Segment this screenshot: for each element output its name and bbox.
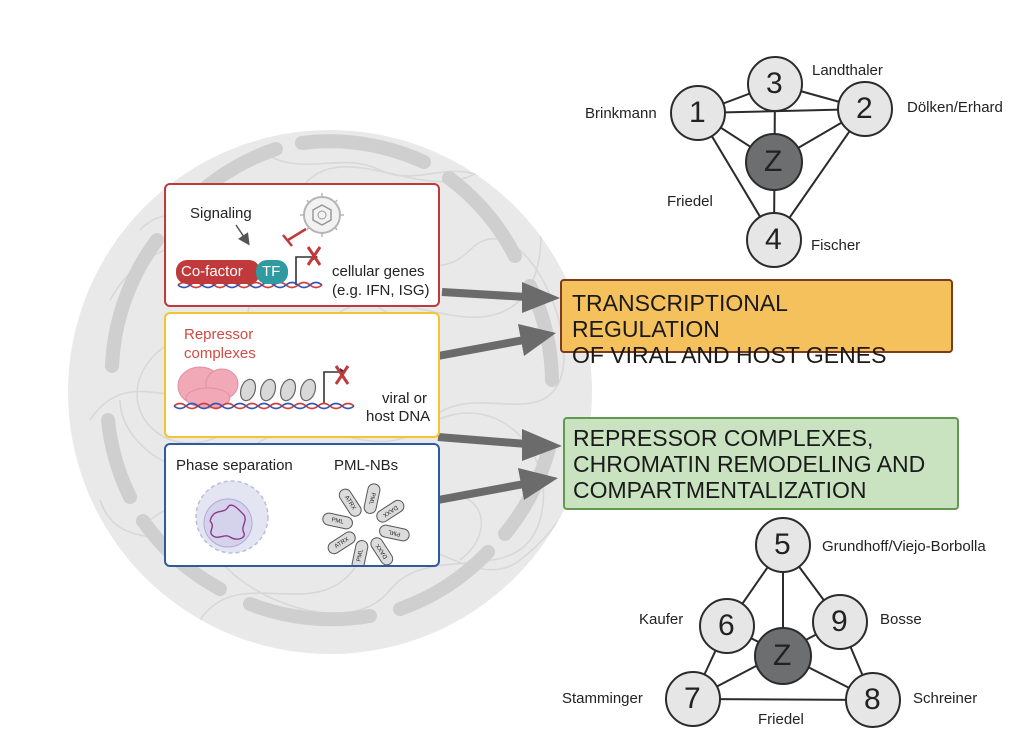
theme-transcription-line2: OF VIRAL AND HOST GENES <box>572 342 887 368</box>
name-friedel-top: Friedel <box>667 193 713 210</box>
dna-label-line2: host DNA <box>366 408 431 425</box>
nucleosomes-icon <box>239 378 317 402</box>
blocked-x-icon-2 <box>334 365 350 385</box>
inhibition-icon <box>282 227 307 247</box>
name-dolken-erhard: Dölken/Erhard <box>907 99 1003 116</box>
theme-chromatin-line3: COMPARTMENTALIZATION <box>573 477 867 503</box>
name-grundhoff: Grundhoff/Viejo-Borbolla <box>822 538 986 555</box>
condensate-icon <box>195 480 269 554</box>
node-3 <box>747 56 803 112</box>
name-fischer: Fischer <box>811 237 861 254</box>
pml-segment: ATRX <box>338 488 362 517</box>
name-friedel-bottom: Friedel <box>758 711 804 728</box>
node-9 <box>812 594 868 650</box>
pml-segment-label: PML <box>331 517 345 526</box>
name-bosse: Bosse <box>880 611 922 628</box>
node-8 <box>845 672 901 728</box>
node-8-number: 8 <box>864 683 881 716</box>
node-z-top <box>745 133 803 191</box>
theme-chromatin-remodeling: REPRESSOR COMPLEXES, CHROMATIN REMODELIN… <box>563 417 959 510</box>
dna-strand-repressor <box>173 402 355 410</box>
genes-label-line2: (e.g. IFN, ISG) <box>332 282 430 299</box>
signaling-artwork <box>176 193 344 289</box>
blocked-x-icon <box>306 246 322 266</box>
node-1 <box>670 85 726 141</box>
pml-segment: DAXX <box>370 537 394 565</box>
genes-label-line1: cellular genes <box>332 263 425 280</box>
virus-icon <box>300 193 344 237</box>
panel-signaling: Signaling Co-factor TF cellular genes (e… <box>164 183 440 307</box>
network-bottom-nodes <box>665 517 901 728</box>
repressor-title-line2: complexes <box>184 345 256 362</box>
theme-transcriptional-regulation: TRANSCRIPTIONAL REGULATION OF VIRAL AND … <box>560 279 953 368</box>
arrow-repressor-to-chromatin <box>437 429 562 461</box>
theme-chromatin-line2: CHROMATIN REMODELING AND <box>573 451 926 477</box>
node-7 <box>665 671 721 727</box>
node-6-number: 6 <box>718 609 735 642</box>
arrow-repressor-to-transcription <box>437 324 556 360</box>
node-z-bottom <box>754 627 812 685</box>
signaling-label: Signaling <box>190 205 252 222</box>
tf-label: TF <box>262 263 281 280</box>
node-4 <box>746 212 802 268</box>
pml-segment-label: PML <box>387 528 401 537</box>
node-9-number: 9 <box>831 605 848 638</box>
pml-nbs-label: PML-NBs <box>334 457 399 474</box>
name-stamminger: Stamminger <box>562 690 643 707</box>
node-3-number: 3 <box>766 67 783 100</box>
node-2 <box>837 81 893 137</box>
pml-segment-label: PML <box>367 492 376 506</box>
panel-repressor: Repressor complexes viral or host DNA <box>164 312 440 438</box>
node-z-bottom-label: Z <box>773 639 792 672</box>
theme-transcription-line1: TRANSCRIPTIONAL REGULATION <box>572 290 788 342</box>
pml-segment: ATRX <box>327 531 356 555</box>
node-6 <box>699 598 755 654</box>
pml-segment: DAXX <box>376 499 405 523</box>
dna-label-line1: viral or <box>382 390 428 407</box>
arrow-phase-to-chromatin <box>437 468 558 504</box>
node-4-number: 4 <box>765 223 782 256</box>
node-5-number: 5 <box>774 528 791 561</box>
pml-segment: PML <box>379 524 410 542</box>
name-brinkmann: Brinkmann <box>585 105 657 122</box>
tf-pill <box>256 260 288 284</box>
node-2-number: 2 <box>856 92 873 125</box>
arrow-signaling-to-transcription <box>441 282 560 313</box>
dna-strand-signaling <box>177 281 323 289</box>
cofactor-pill <box>176 260 260 284</box>
name-landthaler: Landthaler <box>812 62 883 79</box>
node-1-number: 1 <box>689 96 706 129</box>
name-schreiner: Schreiner <box>913 690 978 707</box>
node-7-number: 7 <box>684 682 701 715</box>
node-5 <box>755 517 811 573</box>
repressor-complex-icon <box>177 366 239 409</box>
nuclear-envelope <box>101 134 559 627</box>
cofactor-label: Co-factor <box>181 263 243 280</box>
name-kaufer: Kaufer <box>639 611 684 628</box>
pml-segment: PML <box>363 483 381 514</box>
network-top-nodes <box>670 56 893 268</box>
pml-segment: PML <box>322 512 353 530</box>
repressor-artwork <box>173 365 355 410</box>
node-z-top-label: Z <box>764 145 783 178</box>
pml-segment-label: PML <box>356 548 365 562</box>
pml-segment: PML <box>351 540 369 565</box>
repressor-title-line1: Repressor <box>184 326 254 343</box>
phase-separation-label: Phase separation <box>176 457 293 474</box>
theme-chromatin-line1: REPRESSOR COMPLEXES, <box>573 425 874 451</box>
